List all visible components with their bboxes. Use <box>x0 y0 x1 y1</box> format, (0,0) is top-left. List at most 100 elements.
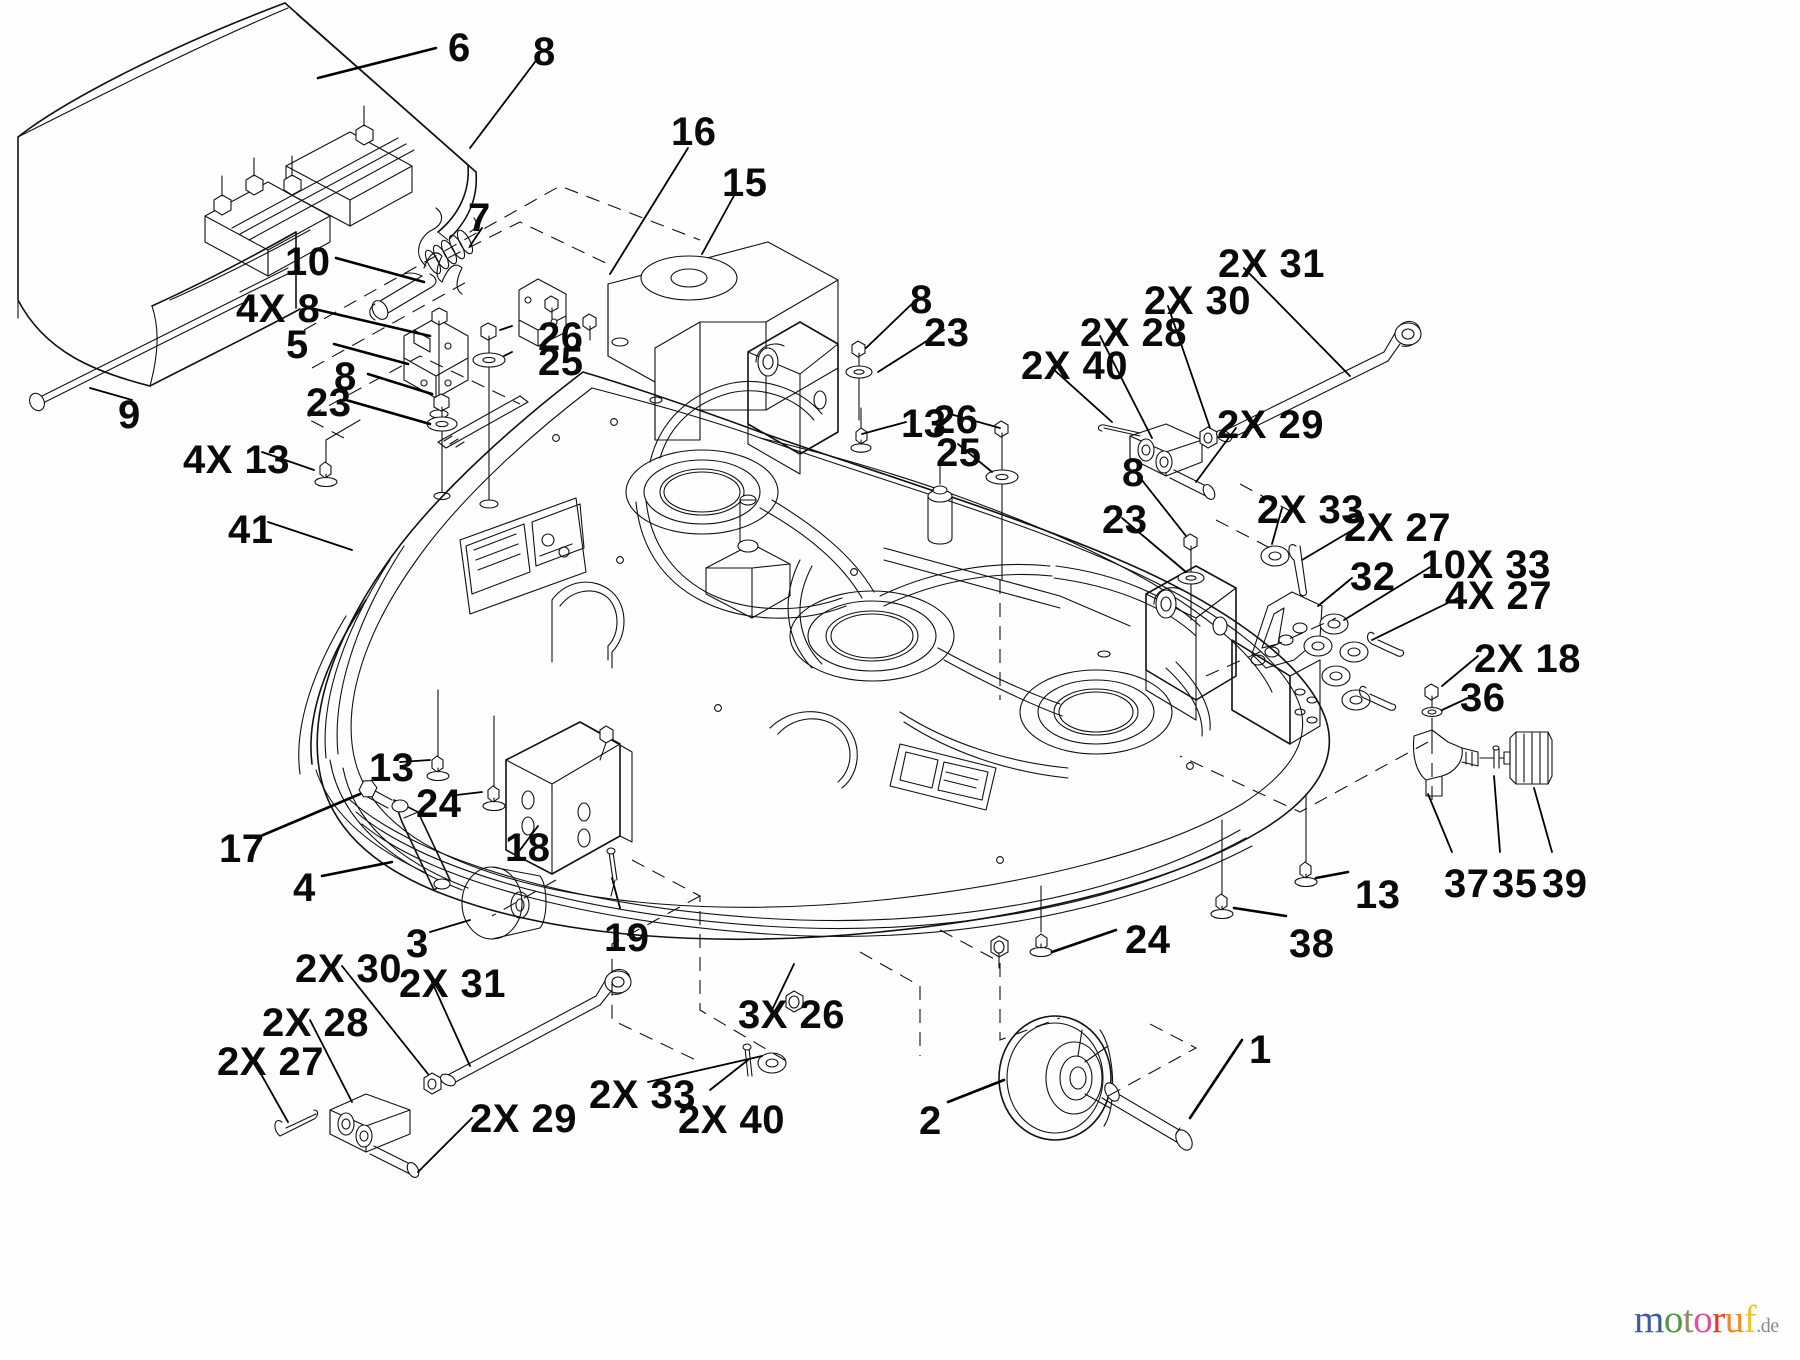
callout-number-23: 23 <box>306 381 352 425</box>
callout-number-2x-28: 2X 28 <box>262 1001 370 1045</box>
callout-number-24: 24 <box>416 782 462 826</box>
callout-number-23: 23 <box>924 311 970 355</box>
deck-lift-bracket-rear-right <box>1145 565 1237 721</box>
fastener-4x13-left <box>314 419 361 488</box>
linkage-lower-left <box>274 968 632 1178</box>
callout-number-2x-31: 2X 31 <box>399 962 507 1006</box>
callout-number-2x-29: 2X 29 <box>1217 403 1325 447</box>
bracket-near-16 <box>518 278 567 347</box>
callout-number-2x-40: 2X 40 <box>678 1098 786 1142</box>
linkage-upper-right <box>1097 320 1422 500</box>
part-41-mower-deck <box>298 371 1331 941</box>
callout-number-15: 15 <box>722 161 768 205</box>
deflector-mount-brackets <box>204 105 415 277</box>
callout-number-24: 24 <box>1125 918 1171 962</box>
part-2-gauge-wheel <box>998 1015 1114 1141</box>
watermark-letter: m <box>1634 1298 1664 1341</box>
callout-number-2x-27: 2X 27 <box>1344 506 1452 550</box>
watermark-letter: t <box>1682 1298 1694 1341</box>
callout-number-13: 13 <box>369 746 415 790</box>
callout-number-13: 13 <box>901 402 947 446</box>
callout-number-25: 25 <box>538 340 584 384</box>
callout-number-2x-31: 2X 31 <box>1218 242 1326 286</box>
callout-number-8: 8 <box>910 278 933 322</box>
callout-number-2x-29: 2X 29 <box>470 1097 578 1141</box>
callout-number-2x-40: 2X 40 <box>1021 344 1129 388</box>
part-19-pin <box>606 847 618 897</box>
callout-number-10x-33: 10X 33 <box>1421 543 1551 587</box>
watermark-letter: f <box>1743 1298 1757 1341</box>
fastener-24-38-13-bottom <box>1029 793 1318 958</box>
callout-number-19: 19 <box>604 916 650 960</box>
deck-decal-left <box>459 497 587 615</box>
callout-number-6: 6 <box>448 26 471 70</box>
callout-number-2x-27: 2X 27 <box>217 1040 325 1084</box>
callout-number-18: 18 <box>505 826 551 870</box>
callout-number-5: 5 <box>286 323 309 367</box>
callout-number-3: 3 <box>406 922 429 966</box>
part-7-spring-10-sleeve <box>369 207 477 321</box>
callout-leaders <box>89 46 1553 1173</box>
fastener-13-right <box>850 407 872 453</box>
callout-number-35: 35 <box>1492 862 1538 906</box>
callout-number-2: 2 <box>919 1099 942 1143</box>
callout-number-2x-28: 2X 28 <box>1080 311 1188 355</box>
callout-number-9: 9 <box>118 393 141 437</box>
fastener-col-8-23-right <box>845 340 873 421</box>
callout-number-2x-30: 2X 30 <box>295 947 403 991</box>
deck-mid-bracket <box>705 494 791 619</box>
fastener-8-23-right-lower <box>1177 533 1205 621</box>
fastener-col-26-25-right <box>985 420 1019 581</box>
callout-number-32: 32 <box>1350 555 1396 599</box>
callout-number-7: 7 <box>468 196 491 240</box>
part-6-deflector <box>17 2 478 387</box>
callout-number-10: 10 <box>285 240 331 284</box>
watermark-letter: r <box>1712 1298 1725 1341</box>
callout-number-23: 23 <box>1102 498 1148 542</box>
callout-number-26: 26 <box>933 398 979 442</box>
spindle-housing-right <box>1019 669 1173 755</box>
callout-number-41: 41 <box>228 508 274 552</box>
callout-number-8: 8 <box>533 30 556 74</box>
spindle-housing-left <box>625 449 779 535</box>
parts-cluster-right <box>1250 544 1553 797</box>
callout-number-2x-18: 2X 18 <box>1474 637 1582 681</box>
decal-strip <box>437 395 529 449</box>
part-5-angle-bracket <box>403 317 469 399</box>
caster-arm-assembly-left <box>358 689 633 940</box>
part-1-axle-bolt <box>1101 1082 1193 1151</box>
callout-number-8: 8 <box>1122 451 1145 495</box>
watermark-letter: o <box>1663 1298 1684 1341</box>
callout-number-2x-33: 2X 33 <box>589 1073 697 1117</box>
callout-number-26: 26 <box>538 315 584 359</box>
callout-number-25: 25 <box>936 431 982 475</box>
callout-number-39: 39 <box>1542 862 1588 906</box>
assembly-dashed-lines <box>303 185 1433 1097</box>
callout-number-17: 17 <box>219 827 265 871</box>
callout-number-2x-30: 2X 30 <box>1144 279 1252 323</box>
deck-post-right <box>883 463 1131 627</box>
callout-number-36: 36 <box>1460 676 1506 720</box>
part-9-rod <box>29 267 301 412</box>
callout-number-4: 4 <box>293 866 316 910</box>
site-watermark: motoruf.de <box>1634 1300 1779 1339</box>
fastener-8-23-lower <box>426 393 458 501</box>
fastener-26-25-stack <box>472 322 506 509</box>
deck-decal-right <box>889 743 997 811</box>
callout-number-2x-33: 2X 33 <box>1257 488 1365 532</box>
bottom-center-hardware <box>742 935 1009 1077</box>
callout-number-4x-8: 4X 8 <box>236 287 321 331</box>
deck-lift-bracket-rear-left <box>747 321 839 475</box>
callout-number-4x-13: 4X 13 <box>183 438 291 482</box>
watermark-suffix: .de <box>1756 1315 1779 1337</box>
spindle-housing-center <box>789 590 955 682</box>
callout-number-3x-26: 3X 26 <box>738 993 846 1037</box>
callout-number-8: 8 <box>334 355 357 399</box>
callout-number-37: 37 <box>1444 862 1490 906</box>
callout-number-16: 16 <box>671 110 717 154</box>
watermark-letter: o <box>1693 1298 1713 1341</box>
part-15-belt-cover <box>544 241 839 441</box>
callout-number-38: 38 <box>1289 922 1335 966</box>
